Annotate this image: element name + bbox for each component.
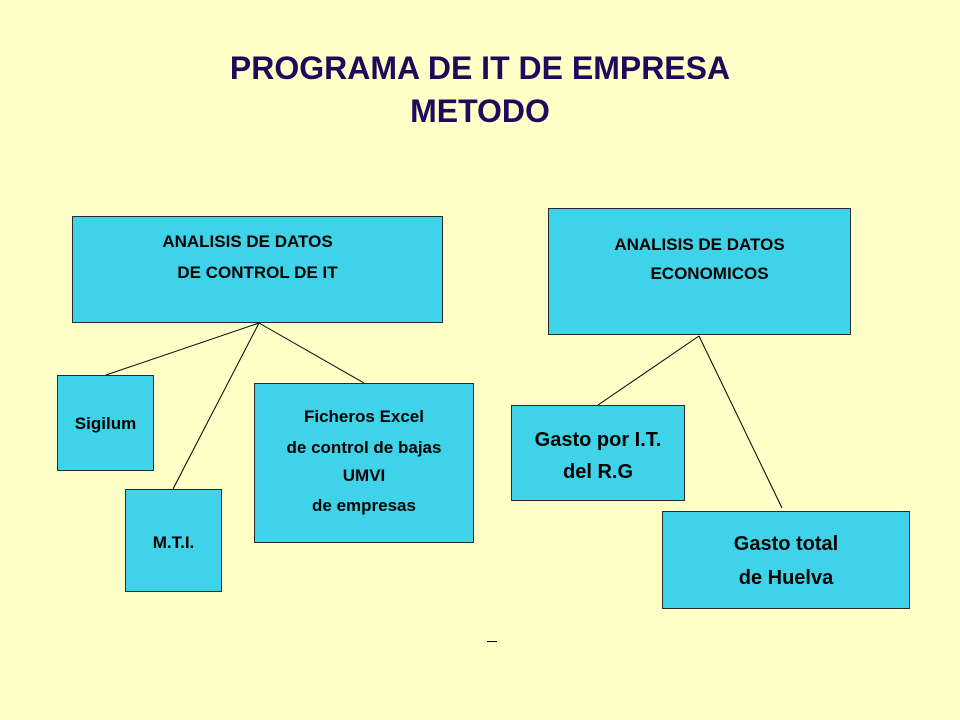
node-analisis-control-it: ANALISIS DE DATOS DE CONTROL DE IT [72,216,443,323]
stray-dash-mark [487,641,497,642]
node-mti: M.T.I. [125,489,222,592]
node-text-line: Gasto por I.T. [534,429,662,451]
node-text-line: ANALISIS DE DATOS [614,235,785,254]
title-line-2: METODO [410,93,550,129]
node-text-line: Ficheros Excel [303,407,424,426]
node-text-line: Sigilum [74,414,137,433]
connector-control-mti [172,322,260,490]
connector-control-ficheros [258,322,365,384]
node-sigilum: Sigilum [57,375,154,471]
connector-economicos-gasto-rg [597,335,700,406]
node-gasto-rg: Gasto por I.T. del R.G [511,405,685,501]
node-gasto-total: Gasto total de Huelva [662,511,910,609]
node-text-line: M.T.I. [152,533,195,552]
connector-economicos-gasto-total [698,335,783,509]
node-text-line: UMVI [342,466,386,485]
node-text-line: de Huelva [738,567,834,589]
node-ficheros-excel: Ficheros Excel de control de bajas UMVI … [254,383,474,543]
node-text-line: Gasto total [733,533,839,555]
node-text-line: de control de bajas [286,438,442,457]
node-text-line: ANALISIS DE DATOS [162,232,333,251]
node-text-line: ECONOMICOS [650,264,769,283]
node-text-line: del R.G [562,461,633,483]
connector-control-sigilum [105,322,260,376]
title-line-1: PROGRAMA DE IT DE EMPRESA [229,50,731,86]
node-text-line: de empresas [312,496,416,515]
node-analisis-economicos: ANALISIS DE DATOS ECONOMICOS [548,208,851,335]
node-text-line: DE CONTROL DE IT [177,263,338,282]
